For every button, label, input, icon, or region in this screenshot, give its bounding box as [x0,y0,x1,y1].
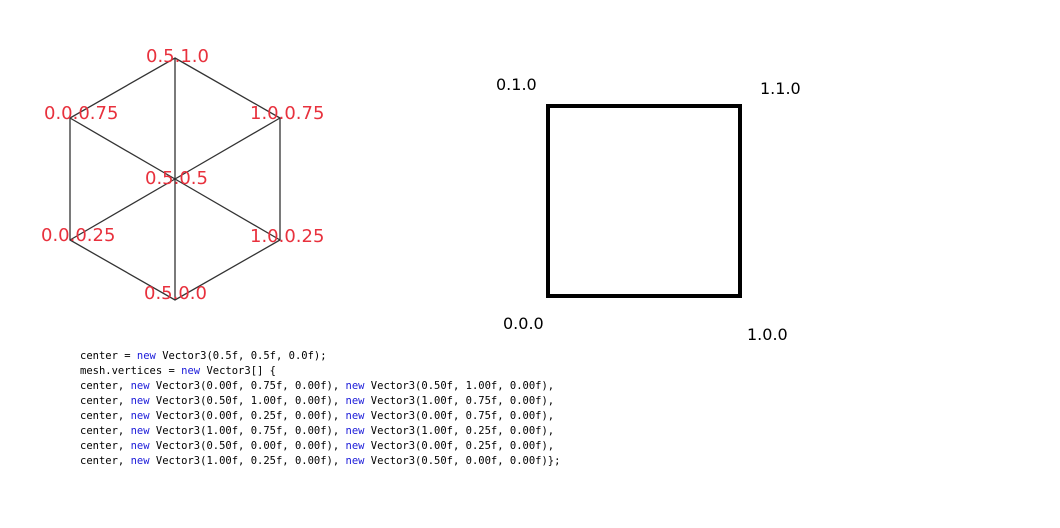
code-text: Vector3(1.00f, 0.25f, 0.00f), [364,425,555,437]
code-text: center, [80,440,131,452]
code-keyword: new [345,455,365,467]
code-keyword: new [130,425,150,437]
spoke-upper-right [174,117,281,180]
code-text: Vector3(0.50f, 1.00f, 0.00f), [149,395,346,407]
code-keyword: new [130,440,150,452]
code-snippet: center = new Vector3(0.5f, 0.5f, 0.0f);m… [80,349,560,469]
code-text: Vector3(1.00f, 0.25f, 0.00f), [149,455,346,467]
code-line: mesh.vertices = new Vector3[] { [80,364,560,379]
hex-label-upper-left: 0.0.0.75 [44,103,119,124]
square-label-bottom-right: 1.0.0 [747,325,788,344]
hex-label-bottom: 0.5.0.0 [144,283,207,304]
code-keyword: new [181,365,201,377]
code-text: Vector3(0.00f, 0.75f, 0.00f), [149,380,346,392]
spoke-upper-left [69,117,176,180]
square-label-bottom-left: 0.0.0 [503,314,544,333]
code-text: Vector3(0.50f, 0.00f, 0.00f), [149,440,346,452]
code-text: Vector3(1.00f, 0.75f, 0.00f), [149,425,346,437]
code-text: Vector3(0.50f, 0.00f, 0.00f)}; [364,455,561,467]
code-line: center, new Vector3(0.50f, 0.00f, 0.00f)… [80,439,560,454]
code-keyword: new [345,440,365,452]
code-line: center, new Vector3(1.00f, 0.25f, 0.00f)… [80,454,560,469]
code-text: Vector3(0.00f, 0.25f, 0.00f), [364,440,555,452]
code-text: mesh.vertices = [80,365,182,377]
code-text: Vector3[] { [200,365,276,377]
code-text: center, [80,425,131,437]
square-label-top-right: 1.1.0 [760,79,801,98]
code-keyword: new [136,350,156,362]
code-text: Vector3(0.00f, 0.25f, 0.00f), [149,410,346,422]
code-line: center, new Vector3(0.00f, 0.25f, 0.00f)… [80,409,560,424]
code-keyword: new [130,455,150,467]
hex-label-lower-right: 1.0.0.25 [250,226,325,247]
code-line: center = new Vector3(0.5f, 0.5f, 0.0f); [80,349,560,364]
code-keyword: new [345,410,365,422]
code-text: Vector3(1.00f, 0.75f, 0.00f), [364,395,555,407]
code-keyword: new [130,410,150,422]
code-keyword: new [345,395,365,407]
code-keyword: new [345,425,365,437]
code-line: center, new Vector3(0.00f, 0.75f, 0.00f)… [80,379,560,394]
code-line: center, new Vector3(0.50f, 1.00f, 0.00f)… [80,394,560,409]
code-keyword: new [130,380,150,392]
code-text: Vector3(0.50f, 1.00f, 0.00f), [364,380,555,392]
hex-label-upper-right: 1.0.0.75 [250,103,325,124]
code-keyword: new [130,395,150,407]
spoke-lower-right [174,178,281,241]
code-text: center, [80,410,131,422]
hex-label-lower-left: 0.0.0.25 [41,225,116,246]
square-label-top-left: 0.1.0 [496,75,537,94]
code-text: Vector3(0.00f, 0.75f, 0.00f), [364,410,555,422]
code-text: center, [80,380,131,392]
code-line: center, new Vector3(1.00f, 0.75f, 0.00f)… [80,424,560,439]
hex-label-top: 0.5.1.0 [146,46,209,67]
code-keyword: new [345,380,365,392]
hex-label-center: 0.5.0.5 [145,168,208,189]
spoke-lower-left [69,178,176,241]
code-text: center, [80,455,131,467]
unit-square [546,104,742,298]
code-text: center, [80,395,131,407]
code-text: Vector3(0.5f, 0.5f, 0.0f); [155,350,327,362]
code-text: center = [80,350,137,362]
